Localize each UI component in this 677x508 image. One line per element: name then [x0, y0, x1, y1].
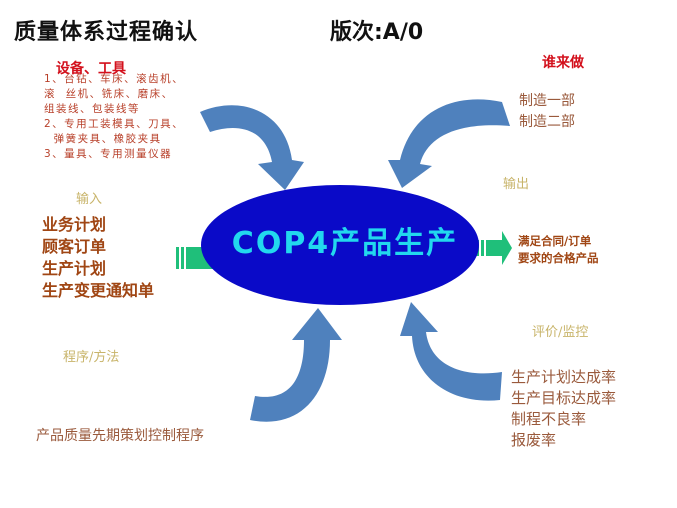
equipment-line: 滚 丝机、铣床、磨床、 [44, 88, 174, 100]
evaluation-item: 制程不良率 [511, 410, 587, 428]
equipment-line: 3、量具、专用测量仪器 [44, 148, 173, 160]
output-result: 满足合同/订单 要求的合格产品 [518, 233, 599, 267]
output-label: 输出 [503, 177, 530, 192]
evaluation-item: 生产目标达成率 [511, 389, 617, 407]
center-process-ellipse [201, 185, 479, 305]
equipment-line: 2、专用工装模具、刀具、 [44, 118, 185, 130]
method-label: 程序/方法 [63, 350, 120, 365]
output-line: 满足合同/订单 [518, 234, 592, 248]
evaluation-item: 生产计划达成率 [511, 368, 617, 386]
who-heading: 谁来做 [542, 55, 584, 71]
output-line: 要求的合格产品 [518, 251, 599, 265]
equipment-line: 1、台钻、车床、滚齿机、 [44, 73, 185, 85]
equipment-line: 弹簧夹具、橡胶夹具 [44, 133, 162, 145]
input-label: 输入 [76, 192, 103, 207]
input-item: 顾客订单 [42, 237, 107, 256]
curved-arrow-equipment-icon [200, 105, 304, 190]
who-item: 制造二部 [519, 114, 575, 130]
curved-arrow-who-icon [388, 99, 510, 188]
curved-arrow-evaluation-icon [400, 302, 502, 401]
input-item: 业务计划 [42, 215, 107, 234]
evaluation-item: 报废率 [511, 431, 557, 449]
input-item: 生产计划 [42, 259, 107, 278]
input-item: 生产变更通知单 [42, 281, 155, 300]
curved-arrow-method-icon [250, 308, 342, 422]
center-process-label: COP4产品生产 [231, 226, 459, 261]
equipment-line: 组装线、包装线等 [44, 103, 140, 115]
evaluation-label: 评价/监控 [532, 325, 589, 340]
evaluation-list: 生产计划达成率 生产目标达成率 制程不良率 报废率 [511, 367, 616, 451]
page-title: 质量体系过程确认 [14, 20, 199, 45]
who-item: 制造一部 [519, 93, 575, 109]
equipment-heading: 设备、工具 [56, 61, 126, 77]
equipment-list: 1、台钻、车床、滚齿机、 滚 丝机、铣床、磨床、 组装线、包装线等 2、专用工装… [44, 72, 184, 162]
method-item: 产品质量先期策划控制程序 [36, 428, 204, 444]
version-label: 版次:A/0 [330, 20, 424, 45]
input-list: 业务计划 顾客订单 生产计划 生产变更通知单 [42, 214, 154, 302]
who-list: 制造一部 制造二部 [519, 91, 575, 133]
